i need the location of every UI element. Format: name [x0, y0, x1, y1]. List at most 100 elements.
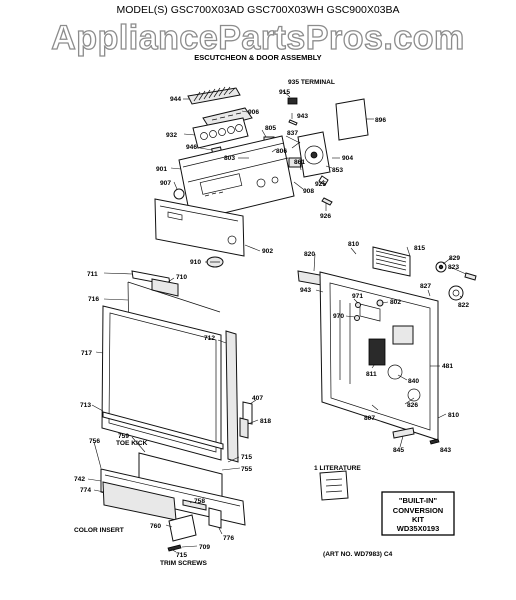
label-811: 811 [366, 371, 377, 378]
label-926: 926 [320, 213, 331, 220]
label-932: 932 [166, 132, 177, 139]
label-946: 946 [186, 144, 197, 151]
label-755: 755 [241, 466, 252, 473]
label-906: 906 [248, 109, 259, 116]
label-711: 711 [87, 271, 98, 278]
part-710-strip [151, 278, 179, 297]
label-971: 971 [352, 293, 363, 300]
label-805: 805 [265, 125, 276, 132]
label-827: 827 [420, 283, 431, 290]
part-943-screw-top [288, 119, 298, 126]
caption-art-no: (ART NO. WD7983) C4 [323, 551, 393, 558]
kit-line-1: "BUILT-IN" [399, 496, 438, 505]
label-943-top: 943 [297, 113, 308, 120]
label-810-top: 810 [348, 241, 359, 248]
part-823-knob [435, 261, 447, 273]
part-896-insulation [335, 98, 369, 141]
label-713: 713 [80, 402, 91, 409]
kit-line-2: CONVERSION [393, 506, 443, 515]
label-907: 907 [160, 180, 171, 187]
label-715-top: 715 [241, 454, 252, 461]
part-902-front-panel [154, 198, 245, 257]
label-407: 407 [252, 395, 263, 402]
label-815: 815 [414, 245, 425, 252]
label-759: 759 [118, 433, 129, 440]
label-837: 837 [287, 130, 298, 137]
label-840: 840 [408, 378, 419, 385]
label-904: 904 [342, 155, 353, 162]
label-481: 481 [442, 363, 453, 370]
part-760-bracket [168, 514, 197, 542]
label-810-bottom: 810 [448, 412, 459, 419]
literature-booklet [319, 470, 349, 501]
label-826: 826 [407, 402, 418, 409]
label-806: 806 [276, 148, 287, 155]
label-709: 709 [199, 544, 210, 551]
part-915-terminal [287, 97, 298, 105]
label-843: 843 [440, 447, 451, 454]
label-823: 823 [448, 264, 459, 271]
part-910-latch [206, 256, 224, 268]
label-943-mid: 943 [300, 287, 311, 294]
label-822: 822 [458, 302, 469, 309]
label-970: 970 [333, 313, 344, 320]
escutcheon-group [154, 86, 369, 268]
label-902: 902 [262, 248, 273, 255]
part-971-pin [355, 302, 361, 308]
label-861: 861 [294, 159, 305, 166]
label-712: 712 [204, 335, 215, 342]
label-915: 915 [279, 89, 290, 96]
caption-literature: 1 LITERATURE [314, 465, 361, 472]
label-896: 896 [375, 117, 386, 124]
label-901: 901 [156, 166, 167, 173]
label-715-bottom: 715 [176, 552, 187, 559]
label-944: 944 [170, 96, 181, 103]
caption-toe-kick: TOE KICK [116, 440, 148, 447]
watermark: AppliancePartsPros.com [51, 19, 464, 57]
caption-color-insert: COLOR INSERT [74, 527, 124, 534]
part-712-channel [225, 330, 239, 463]
label-756: 756 [89, 438, 100, 445]
model-line: MODEL(S) GSC700X03AD GSC700X03WH GSC900X… [116, 4, 399, 16]
label-710: 710 [176, 274, 187, 281]
label-925: 925 [315, 181, 326, 188]
label-845: 845 [393, 447, 404, 454]
part-822-gear [448, 285, 464, 301]
inner-door-group [297, 246, 477, 445]
label-802: 802 [390, 299, 401, 306]
label-807: 807 [364, 415, 375, 422]
part-818-hinge-arm [239, 417, 249, 439]
part-715-trim-screw [167, 544, 182, 552]
label-716: 716 [88, 296, 99, 303]
door-panel-group [101, 270, 253, 463]
part-815-vent [372, 246, 411, 277]
label-908: 908 [303, 188, 314, 195]
part-904-timer [291, 131, 331, 178]
label-853: 853 [332, 167, 343, 174]
conversion-kit-box: "BUILT-IN" CONVERSION KIT WD35X0193 [381, 491, 455, 536]
caption-trim-screws: TRIM SCREWS [160, 560, 207, 567]
label-829: 829 [449, 255, 460, 262]
part-926-screw [321, 197, 333, 206]
label-803: 803 [224, 155, 235, 162]
label-742: 742 [74, 476, 85, 483]
part-807-inner-panel [319, 271, 439, 441]
part-970-pin [354, 315, 360, 321]
label-910: 910 [190, 259, 201, 266]
toe-kick-group [100, 452, 246, 552]
part-758-strip [182, 499, 207, 511]
part-713-rail [102, 411, 224, 450]
section-title: ESCUTCHEON & DOOR ASSEMBLY [194, 53, 321, 62]
part-861-switch [288, 157, 302, 168]
label-820: 820 [304, 251, 315, 258]
part-776-end-cap [208, 507, 222, 529]
label-774: 774 [80, 487, 91, 494]
part-843-screw [429, 438, 440, 445]
part-407-hinge [242, 401, 253, 425]
part-845-clip [392, 427, 415, 439]
label-717: 717 [81, 350, 92, 357]
part-907-knob [173, 188, 185, 200]
part-labels: 944 935 TERMINAL 915 906 943 896 932 805… [74, 79, 469, 567]
part-829-clip [464, 272, 477, 281]
